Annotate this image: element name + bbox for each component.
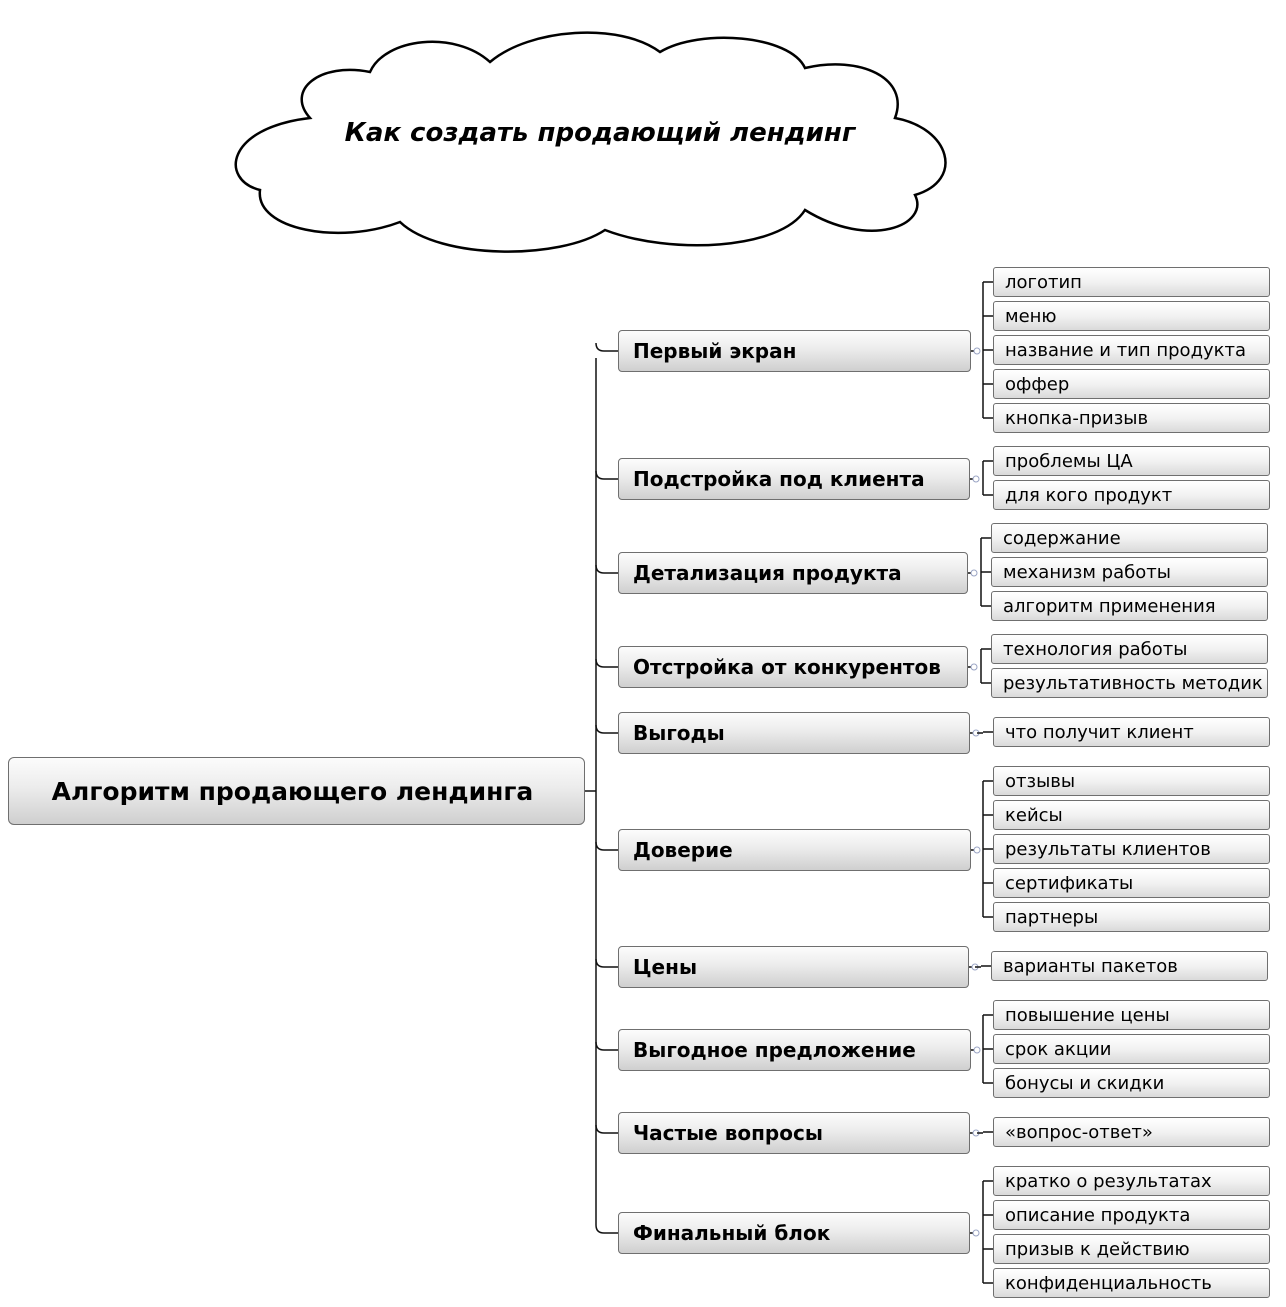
leaf-label: содержание (1003, 527, 1121, 549)
leaf-node[interactable]: проблемы ЦА (993, 446, 1270, 476)
branch-node-4[interactable]: Отстройка от конкурентов (618, 646, 968, 688)
leaf-node[interactable]: призыв к действию (993, 1234, 1270, 1264)
leaf-node[interactable]: бонусы и скидки (993, 1068, 1270, 1098)
leaf-label: что получит клиент (1005, 721, 1194, 743)
collapse-handle (973, 347, 981, 355)
leaf-node[interactable]: «вопрос-ответ» (993, 1117, 1270, 1147)
branch-connector (595, 564, 618, 574)
collapse-handle (970, 569, 978, 577)
leaf-node[interactable]: название и тип продукта (993, 335, 1270, 365)
collapse-handle (972, 475, 980, 483)
leaf-label: сертификаты (1005, 872, 1134, 894)
leaf-label: бонусы и скидки (1005, 1072, 1165, 1094)
leaf-label: кратко о результатах (1005, 1170, 1212, 1192)
leaf-label: технология работы (1003, 638, 1188, 660)
branch-label: Отстройка от конкурентов (633, 655, 941, 679)
leaf-node[interactable]: описание продукта (993, 1200, 1270, 1230)
branch-node-5[interactable]: Выгоды (618, 712, 970, 754)
branch-connector (595, 342, 618, 352)
branch-node-10[interactable]: Финальный блок (618, 1212, 970, 1254)
leaf-node[interactable]: повышение цены (993, 1000, 1270, 1030)
leaf-label: отзывы (1005, 770, 1076, 792)
leaf-node[interactable]: кратко о результатах (993, 1166, 1270, 1196)
branch-label: Выгоды (633, 721, 725, 745)
title-cloud (234, 31, 947, 253)
branch-label: Цены (633, 955, 698, 979)
leaf-label: призыв к действию (1005, 1238, 1190, 1260)
leaf-node[interactable]: что получит клиент (993, 717, 1270, 747)
leaf-label: «вопрос-ответ» (1005, 1121, 1153, 1143)
branch-node-7[interactable]: Цены (618, 946, 969, 988)
branch-node-9[interactable]: Частые вопросы (618, 1112, 970, 1154)
leaf-label: механизм работы (1003, 561, 1171, 583)
leaf-node[interactable]: логотип (993, 267, 1270, 297)
leaf-label: оффер (1005, 373, 1070, 395)
leaf-node[interactable]: результаты клиентов (993, 834, 1270, 864)
leaf-node[interactable]: содержание (991, 523, 1268, 553)
branch-node-3[interactable]: Детализация продукта (618, 552, 968, 594)
branch-connector (595, 1124, 618, 1134)
leaf-node[interactable]: отзывы (993, 766, 1270, 796)
leaf-node[interactable]: оффер (993, 369, 1270, 399)
leaf-label: срок акции (1005, 1038, 1112, 1060)
leaf-label: проблемы ЦА (1005, 450, 1133, 472)
leaf-node[interactable]: для кого продукт (993, 480, 1270, 510)
branch-label: Подстройка под клиента (633, 467, 925, 491)
leaf-label: алгоритм применения (1003, 595, 1216, 617)
leaf-label: партнеры (1005, 906, 1099, 928)
branch-node-8[interactable]: Выгодное предложение (618, 1029, 971, 1071)
leaf-label: варианты пакетов (1003, 955, 1178, 977)
leaf-label: повышение цены (1005, 1004, 1170, 1026)
leaf-node[interactable]: кнопка-призыв (993, 403, 1270, 433)
collapse-handle (973, 846, 981, 854)
leaf-label: название и тип продукта (1005, 339, 1247, 361)
branch-label: Финальный блок (633, 1221, 831, 1245)
branch-label: Выгодное предложение (633, 1038, 916, 1062)
leaf-node[interactable]: меню (993, 301, 1270, 331)
branch-node-2[interactable]: Подстройка под клиента (618, 458, 970, 500)
branch-connector (595, 958, 618, 968)
leaf-label: описание продукта (1005, 1204, 1191, 1226)
leaf-label: результативность методик (1003, 672, 1263, 694)
leaf-node[interactable]: кейсы (993, 800, 1270, 830)
branch-connector (595, 1041, 618, 1051)
leaf-label: меню (1005, 305, 1057, 327)
collapse-handle (973, 1046, 981, 1054)
leaf-node[interactable]: партнеры (993, 902, 1270, 932)
leaf-node[interactable]: варианты пакетов (991, 951, 1268, 981)
leaf-node[interactable]: технология работы (991, 634, 1268, 664)
branch-label: Первый экран (633, 339, 797, 363)
root-label: Алгоритм продающего лендинга (51, 776, 534, 806)
leaf-node[interactable]: конфиденциальность (993, 1268, 1270, 1298)
branch-label: Доверие (633, 838, 733, 862)
leaf-node[interactable]: срок акции (993, 1034, 1270, 1064)
leaf-node[interactable]: механизм работы (991, 557, 1268, 587)
branch-label: Детализация продукта (633, 561, 902, 585)
leaf-label: конфиденциальность (1005, 1272, 1212, 1294)
leaf-label: кнопка-призыв (1005, 407, 1149, 429)
leaf-label: логотип (1005, 271, 1082, 293)
root-node[interactable]: Алгоритм продающего лендинга (8, 757, 585, 825)
branch-connector (595, 841, 618, 851)
collapse-handle (972, 1229, 980, 1237)
branch-connector (595, 1224, 618, 1234)
leaf-label: для кого продукт (1005, 484, 1173, 506)
diagram-title: Как создать продающий лендинг (344, 118, 856, 148)
leaf-node[interactable]: алгоритм применения (991, 591, 1268, 621)
leaf-label: результаты клиентов (1005, 838, 1211, 860)
collapse-handle (970, 663, 978, 671)
branch-node-6[interactable]: Доверие (618, 829, 971, 871)
leaf-node[interactable]: результативность методик (991, 668, 1268, 698)
leaf-label: кейсы (1005, 804, 1063, 826)
branch-connector (595, 658, 618, 668)
leaf-node[interactable]: сертификаты (993, 868, 1270, 898)
branch-node-1[interactable]: Первый экран (618, 330, 971, 372)
branch-label: Частые вопросы (633, 1121, 823, 1145)
branch-connector (595, 724, 618, 734)
branch-connector (595, 470, 618, 480)
